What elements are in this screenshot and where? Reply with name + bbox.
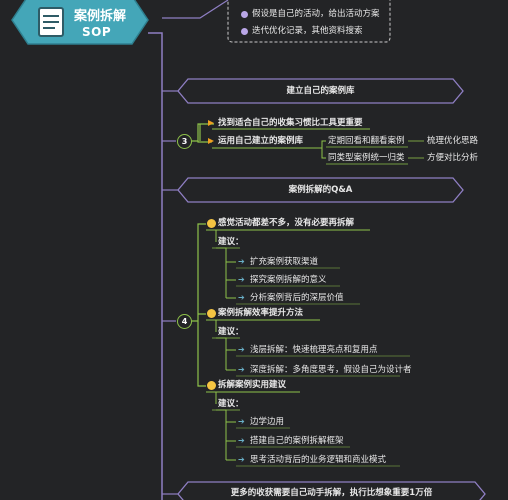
arrow-icon: ➔	[238, 436, 245, 445]
group-1-item-1: 扩充案例获取渠道	[250, 257, 319, 267]
emoji-icon	[207, 219, 216, 228]
circle-bullet-icon	[241, 11, 248, 18]
arrow-icon: ➔	[238, 345, 245, 354]
group-2-advice: 建议：	[218, 327, 244, 337]
group-1-item-3: 分析案例背后的深层价值	[250, 293, 344, 303]
circle-bullet-icon	[241, 28, 248, 35]
arrow-icon: ➔	[238, 293, 245, 302]
root-subtitle: SOP	[82, 25, 112, 39]
section-bottom: 更多的收获需要自己动手拆解，执行比想象重要1万倍	[230, 488, 433, 498]
node-4-badge: 4	[177, 314, 192, 329]
group-1-title: 感觉活动都差不多，没有必要再拆解	[218, 218, 355, 228]
arrow-icon: ➔	[238, 275, 245, 284]
arrow-icon: ➔	[238, 365, 245, 374]
node-3-item-1: 找到适合自己的收集习惯比工具更重要	[218, 118, 363, 128]
section-own-library: 建立自己的案例库	[286, 86, 355, 96]
group-2-item-1: 浅层拆解：快速梳理亮点和复用点	[250, 345, 378, 355]
emoji-icon	[207, 309, 216, 318]
notebook-icon	[38, 7, 64, 37]
group-3-item-3: 思考活动背后的业务逻辑和商业模式	[250, 455, 387, 465]
group-1-item-2: 探究案例拆解的意义	[250, 275, 327, 285]
flag-icon	[208, 120, 214, 126]
emoji-icon	[207, 381, 216, 390]
arrow-icon: ➔	[238, 257, 245, 266]
group-1-advice: 建议：	[218, 237, 244, 247]
node-3-badge: 3	[177, 134, 192, 149]
root-title: 案例拆解	[74, 9, 127, 24]
node-3-sub-2-result: 方便对比分析	[427, 153, 479, 163]
section-qa: 案例拆解的Q&A	[288, 185, 353, 195]
group-3-item-1: 边学边用	[250, 417, 285, 427]
group-3-title: 拆解案例实用建议	[218, 380, 287, 390]
arrow-icon: ➔	[238, 455, 245, 464]
group-2-item-2: 深度拆解：多角度思考，假设自己为设计者	[250, 365, 412, 375]
group-2-title: 案例拆解效率提升方法	[218, 308, 304, 318]
node-3-sub-1-label: 定期回看和翻看案例	[328, 136, 405, 146]
group-3-item-2: 搭建自己的案例拆解框架	[250, 436, 344, 446]
arrow-icon: ➔	[238, 417, 245, 426]
node-3-sub-2-label: 同类型案例统一归类	[328, 153, 405, 163]
flag-icon	[208, 138, 214, 144]
top-box-item-1: 假设是自己的活动，给出活动方案	[252, 9, 380, 19]
top-box-item-2: 迭代优化记录，其他资料搜索	[252, 26, 363, 36]
node-3-sub-1-result: 梳理优化思路	[427, 136, 479, 146]
group-3-advice: 建议：	[218, 399, 244, 409]
node-3-item-2: 运用自己建立的案例库	[218, 136, 304, 146]
